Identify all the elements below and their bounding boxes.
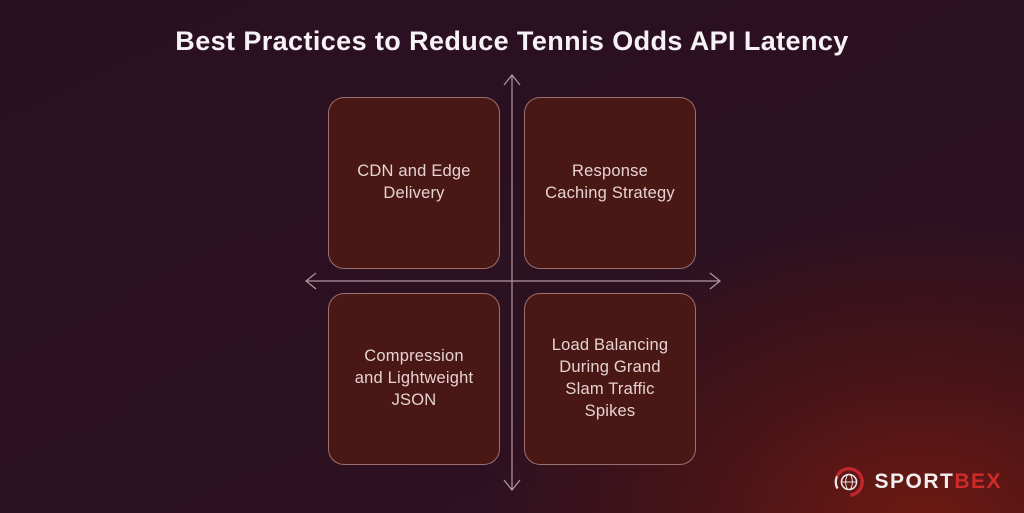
- quadrant-box-top-right: Response Caching Strategy: [524, 97, 696, 269]
- brand-text-primary: SPORT: [874, 470, 955, 493]
- arrow-left-icon: [305, 272, 317, 290]
- arrow-down-icon: [503, 479, 521, 491]
- arrow-right-icon: [709, 272, 721, 290]
- quadrant-label: Load Balancing During Grand Slam Traffic…: [551, 336, 669, 420]
- quadrant-label: Response Caching Strategy: [545, 162, 675, 202]
- brand-text: SPORTBEX: [874, 470, 1002, 494]
- globe-swoosh-icon: [834, 467, 865, 497]
- quadrant-box-bottom-right: Load Balancing During Grand Slam Traffic…: [524, 293, 696, 465]
- brand-text-secondary: BEX: [954, 470, 1002, 493]
- quadrant-label: Compression and Lightweight JSON: [354, 347, 474, 409]
- quadrant-box-bottom-left: Compression and Lightweight JSON: [328, 293, 500, 465]
- quadrant-label: CDN and Edge Delivery: [357, 162, 471, 202]
- brand-logo: SPORTBEX: [832, 465, 1002, 499]
- page-title: Best Practices to Reduce Tennis Odds API…: [175, 26, 849, 56]
- quadrant-box-top-left: CDN and Edge Delivery: [328, 97, 500, 269]
- arrow-up-icon: [503, 74, 521, 86]
